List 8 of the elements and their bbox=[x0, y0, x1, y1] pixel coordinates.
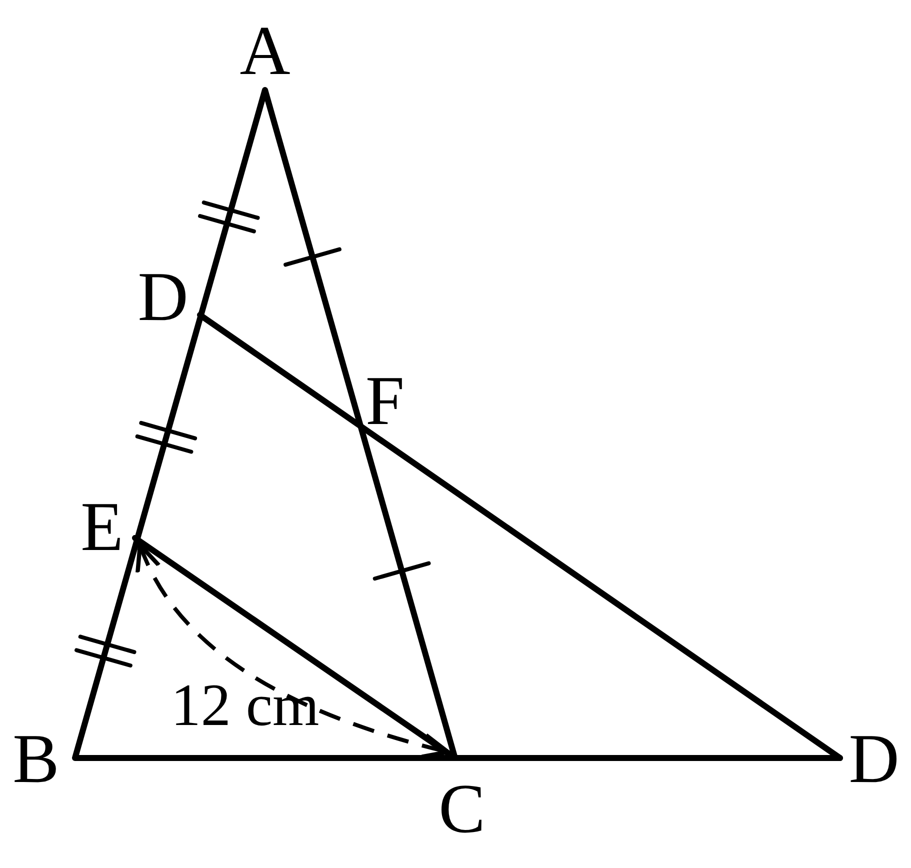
point-label: E bbox=[80, 493, 124, 563]
point-label: D bbox=[848, 725, 900, 795]
length-label: 12 cm bbox=[170, 675, 320, 735]
point-label: C bbox=[438, 775, 486, 845]
point-label: D bbox=[138, 263, 188, 333]
point-label: B bbox=[12, 725, 60, 795]
point-label: A bbox=[240, 17, 290, 87]
point-label: F bbox=[366, 367, 404, 437]
